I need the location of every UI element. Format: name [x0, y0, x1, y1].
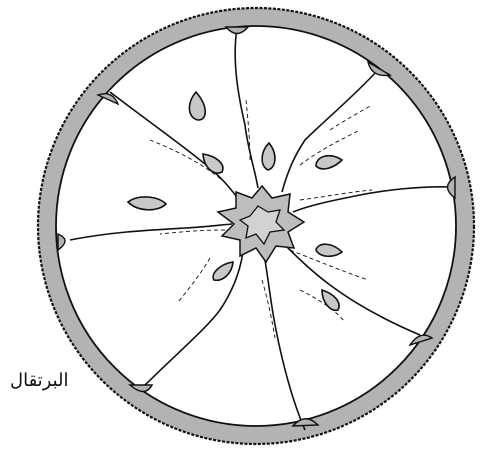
orange-label: البرتقال	[10, 370, 69, 391]
